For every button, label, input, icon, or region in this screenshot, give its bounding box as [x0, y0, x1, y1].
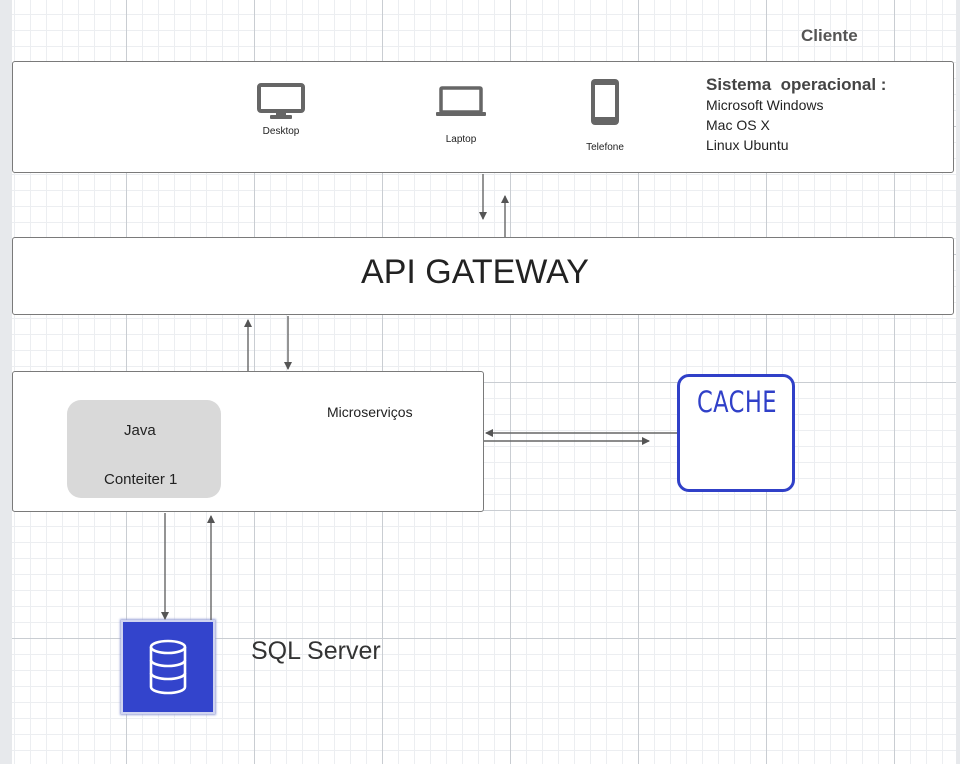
laptop-icon [436, 86, 486, 116]
container-name: Conteiter 1 [104, 471, 178, 488]
device-label: Laptop [445, 134, 477, 145]
cache-label: CACHE [697, 385, 777, 419]
os-item: Linux Ubuntu [706, 137, 789, 153]
os-title: Sistema operacional : [706, 75, 887, 94]
api-gateway-box[interactable] [12, 237, 954, 315]
microservices-label: Microserviços [327, 404, 413, 420]
api-gateway-title: API GATEWAY [361, 253, 589, 291]
database-icon [149, 639, 187, 695]
container-language: Java [124, 422, 156, 439]
device-label: Desktop [262, 126, 300, 137]
cache-box[interactable] [677, 374, 795, 492]
canvas-right-edge [956, 0, 960, 764]
device-desktop[interactable]: Desktop [241, 83, 321, 137]
device-label: Telefone [586, 142, 624, 153]
client-box[interactable] [12, 61, 954, 173]
os-item: Mac OS X [706, 117, 770, 133]
phone-icon [591, 79, 619, 125]
client-title: Cliente [801, 26, 858, 45]
os-item: Microsoft Windows [706, 97, 824, 113]
java-container[interactable] [67, 400, 221, 498]
device-laptop[interactable]: Laptop [421, 85, 501, 145]
sql-server-label: SQL Server [251, 637, 381, 665]
canvas-left-edge [0, 0, 12, 764]
device-phone[interactable]: Telefone [565, 77, 645, 153]
desktop-icon [257, 83, 305, 119]
sql-server-node[interactable] [123, 622, 213, 712]
